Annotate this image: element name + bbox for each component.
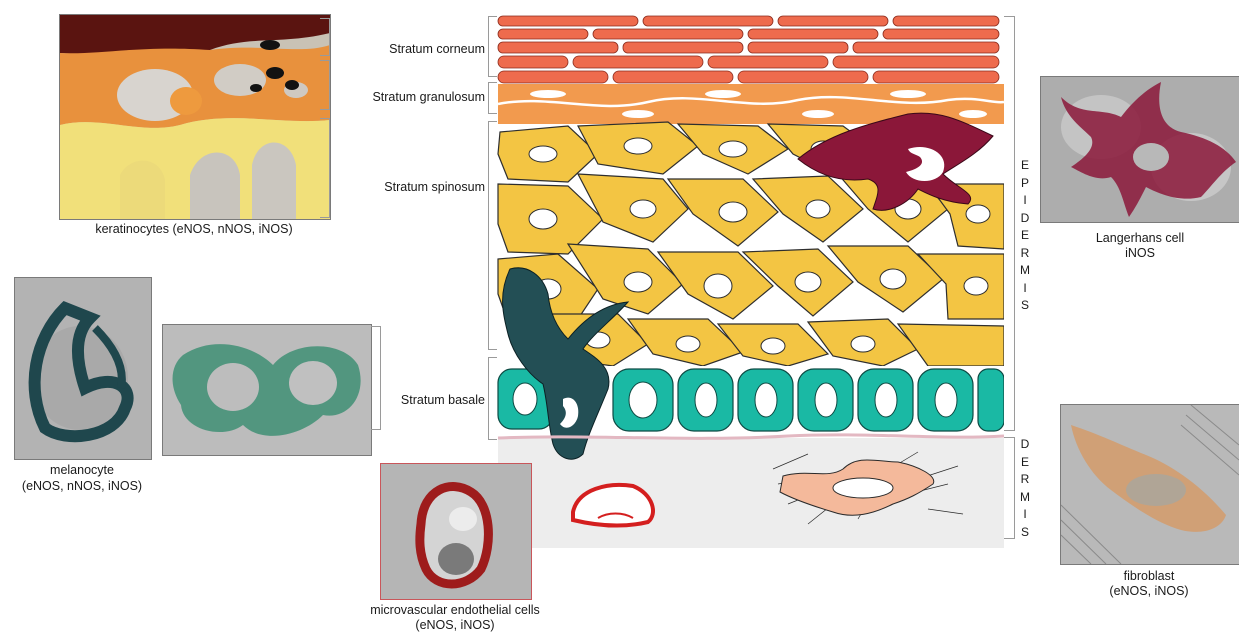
melanocyte-dendrite-micrograph	[162, 324, 372, 456]
stratum-spinosum-label: Stratum spinosum	[340, 180, 485, 195]
fibroblast-caption-line2: (eNOS, iNOS)	[1060, 584, 1238, 599]
langerhans-micrograph	[1040, 76, 1239, 223]
stratum-granulosum-label: Stratum granulosum	[340, 90, 485, 105]
bracket-granulosum-micro	[320, 60, 330, 110]
langerhans-caption-line1: Langerhans cell	[1040, 231, 1239, 246]
melanocyte-caption-line1: melanocyte	[4, 463, 160, 478]
keratinocytes-micrograph	[59, 14, 331, 220]
keratinocytes-caption: keratinocytes (eNOS, nNOS, iNOS)	[59, 222, 329, 237]
stratum-corneum-label: Stratum corneum	[340, 42, 485, 57]
melanocyte-caption-line2: (eNOS, nNOS, iNOS)	[4, 479, 160, 494]
stratum-basale-label: Stratum basale	[340, 393, 485, 408]
fibroblast-micrograph	[1060, 404, 1239, 565]
melanocyte-micrograph	[14, 277, 152, 460]
bracket-spinosum-micro	[320, 118, 330, 218]
bracket-basale-micro	[371, 326, 381, 430]
endothelial-caption-line1: microvascular endothelial cells	[340, 603, 570, 618]
langerhans-caption-line2: iNOS	[1040, 246, 1239, 261]
skin-cross-section	[488, 14, 1004, 548]
bracket-epidermis	[1004, 16, 1015, 431]
bracket-dermis	[1004, 437, 1015, 539]
endothelial-micrograph	[380, 463, 532, 600]
endothelial-caption-line2: (eNOS, iNOS)	[340, 618, 570, 633]
fibroblast-caption-line1: fibroblast	[1060, 569, 1238, 584]
bracket-corneum-micro	[320, 18, 330, 56]
corneum-cells	[498, 16, 999, 83]
